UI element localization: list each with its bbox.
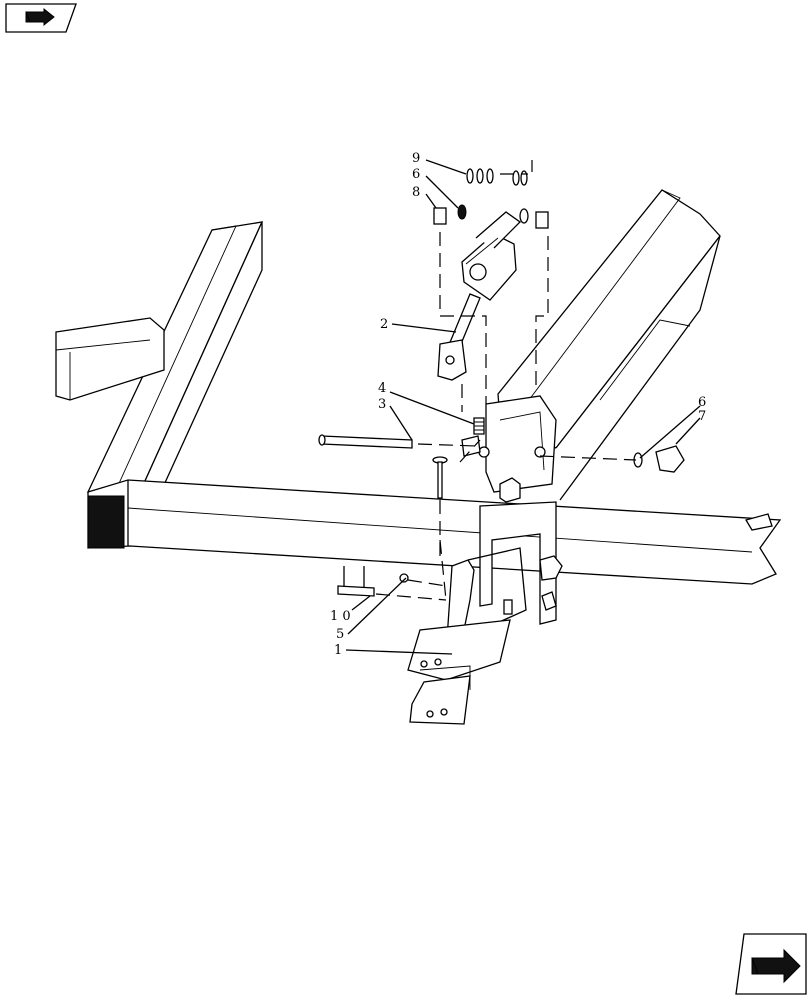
callout-6-right: 6	[698, 395, 706, 410]
grease-fitting-5	[399, 573, 409, 583]
beam-mount-bracket	[478, 395, 557, 503]
pin-3	[318, 434, 413, 449]
right-diagonal-beam	[497, 189, 721, 501]
callout-8: 8	[412, 185, 420, 200]
prev-page-arrow-icon	[25, 7, 55, 27]
bolt-pin	[432, 456, 448, 499]
grease-fitting-4	[473, 417, 485, 435]
callout-5: 5	[336, 627, 344, 642]
callout-labels: 9 6 8 2 4 3 6 7 1 0 5 1	[330, 151, 706, 658]
nut-7	[655, 445, 685, 473]
callout-10: 1 0	[330, 609, 351, 624]
top-hardware	[433, 168, 549, 229]
callout-9: 9	[412, 151, 420, 166]
main-cross-beam	[87, 479, 782, 585]
hydraulic-cylinder	[437, 211, 522, 381]
next-page-arrow-icon	[751, 948, 801, 984]
callout-1: 1	[334, 643, 342, 658]
next-page-button[interactable]	[735, 933, 807, 995]
clevis-pin-10	[337, 566, 375, 597]
callout-6-top: 6	[412, 167, 420, 182]
callout-leaders	[345, 159, 701, 655]
prev-page-button[interactable]	[5, 3, 77, 33]
callout-3: 3	[378, 397, 386, 412]
callout-4: 4	[378, 381, 386, 396]
callout-2: 2	[380, 317, 388, 332]
callout-7: 7	[698, 409, 706, 424]
left-tongue-beam	[55, 221, 264, 521]
